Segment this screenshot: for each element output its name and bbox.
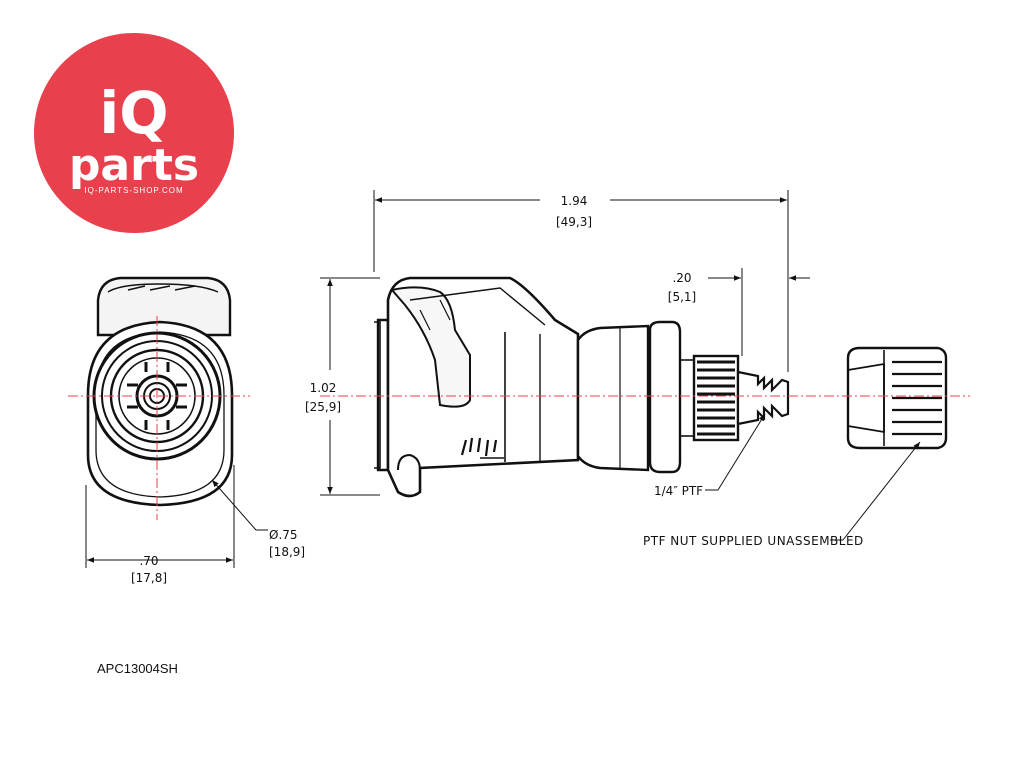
front-centerlines <box>68 316 250 520</box>
logo-domain: IQ-PARTS-SHOP.COM <box>84 186 184 195</box>
front-view <box>86 276 234 507</box>
svg-text:iQ: iQ <box>99 79 168 147</box>
ptf-nut <box>846 346 948 450</box>
dim-height-in: 1.02 <box>310 381 337 395</box>
dim-diameter-in: Ø.75 <box>269 528 298 542</box>
dim-diameter-mm: [18,9] <box>269 545 305 559</box>
dim-length-in: 1.94 <box>561 194 588 208</box>
dim-thread-in: .20 <box>672 271 691 285</box>
dim-length-mm: [49,3] <box>556 215 592 229</box>
part-number: APC13004SH <box>97 661 178 676</box>
logo-lettering: iQ parts <box>69 79 199 191</box>
dim-width-mm: [17,8] <box>131 571 167 585</box>
iq-parts-logo: iQ parts IQ-PARTS-SHOP.COM <box>34 33 234 233</box>
dim-thread-mm: [5,1] <box>668 290 696 304</box>
callout-thread: 1/4″ PTF <box>654 484 703 498</box>
svg-text:parts: parts <box>69 140 199 191</box>
dim-width-in: .70 <box>139 554 158 568</box>
side-view <box>374 276 790 498</box>
dim-height-mm: [25,9] <box>305 400 341 414</box>
front-dimensions <box>85 465 268 568</box>
callout-nut: PTF NUT SUPPLIED UNASSEMBLED <box>643 534 864 548</box>
side-dimensions <box>320 190 921 541</box>
